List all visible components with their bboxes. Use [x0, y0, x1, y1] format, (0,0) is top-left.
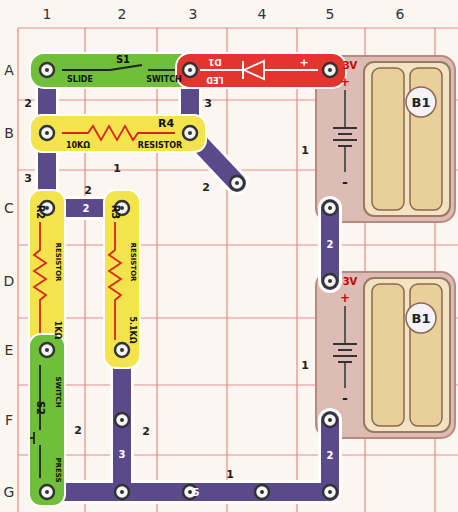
pushbutton-symbol [30, 365, 40, 478]
part-text: 5.1KΩ [128, 316, 136, 343]
part-text: LED [206, 75, 223, 83]
component-part: S1SLIDE SWITCH [30, 53, 206, 88]
part-text: - [342, 391, 348, 405]
part-text: SWITCH [146, 76, 182, 84]
grid-lines [18, 28, 458, 512]
wire-number: 2 [327, 451, 334, 461]
grid-label: A [4, 63, 14, 77]
snap-terminal [40, 63, 337, 499]
part-text: B1 [412, 96, 431, 109]
grid-label: C [4, 201, 14, 215]
wire-number: 2 [83, 204, 90, 214]
part-text: 10KΩ [66, 142, 90, 150]
part-text: RESISTOR [54, 243, 61, 282]
resistor-symbol [109, 222, 121, 340]
wire-number: 3 [119, 450, 126, 460]
switch-symbol [62, 65, 176, 70]
part-text: RESISTOR [138, 142, 183, 150]
part-text: 3V [343, 61, 358, 71]
wire-number: 2 [327, 240, 334, 250]
wire-number: 2 [74, 425, 82, 436]
grid-label: 5 [326, 7, 335, 21]
part-text: S1 [116, 55, 130, 65]
grid-label: D [4, 274, 15, 288]
part-text: + [340, 292, 350, 304]
part-text: B1 [412, 312, 431, 325]
part-text: - [342, 175, 348, 189]
wire-number: 2 [202, 182, 210, 193]
wire-number: 2 [142, 426, 150, 437]
part-text: RESISTOR [129, 243, 136, 282]
part-text: 3V [343, 277, 358, 287]
part-text: 1KΩ [53, 321, 61, 340]
part-text: R3 [110, 205, 120, 220]
wire-number: 1 [301, 145, 309, 156]
wire-number: 2 [84, 185, 92, 196]
wire-number: 1 [301, 360, 309, 371]
component-part: 3V + - B1 [316, 272, 455, 438]
part-text: R4 [158, 118, 174, 129]
grid-label: 1 [43, 7, 52, 21]
part-text: R2 [35, 205, 45, 220]
grid-label: F [5, 413, 13, 427]
part-text: SLIDE [67, 76, 93, 84]
led-part [176, 53, 346, 88]
resistor-part [104, 190, 140, 368]
part-text: PRESS [54, 457, 61, 482]
grid-label: E [5, 343, 14, 357]
grid-label: 4 [258, 7, 267, 21]
part-text: SWITCH [54, 376, 61, 407]
part-text: + [340, 76, 350, 88]
grid-label: 3 [189, 7, 198, 21]
wire-number: 3 [24, 173, 32, 184]
component-part: R4 10KΩ RESISTOR [30, 115, 206, 152]
wire-number: 1 [113, 163, 121, 174]
part-text: + [299, 57, 308, 68]
resistor-symbol [34, 222, 46, 340]
resistor-part [30, 115, 206, 152]
snap-center [45, 68, 332, 494]
wire-number: 5 [193, 488, 200, 498]
grid-label: 6 [396, 7, 405, 21]
grid-label: 2 [118, 7, 127, 21]
wire-number: 1 [226, 469, 234, 480]
part-text: S2 [35, 401, 45, 415]
press-switch [29, 334, 65, 506]
component-part: D1LED + [176, 53, 346, 88]
part-text: D1 [208, 57, 222, 66]
grid-label: B [4, 126, 14, 140]
component-part: S2 SWITCH PRESS [29, 334, 65, 506]
wire-number: 3 [204, 98, 212, 109]
grid-label: G [4, 485, 15, 499]
component-part: R3RESISTOR 5.1KΩ [104, 190, 140, 368]
component-part: R2RESISTOR 1KΩ [29, 190, 65, 368]
component-part: 3V + - B1 [316, 56, 455, 222]
wire-number: 2 [24, 98, 32, 109]
